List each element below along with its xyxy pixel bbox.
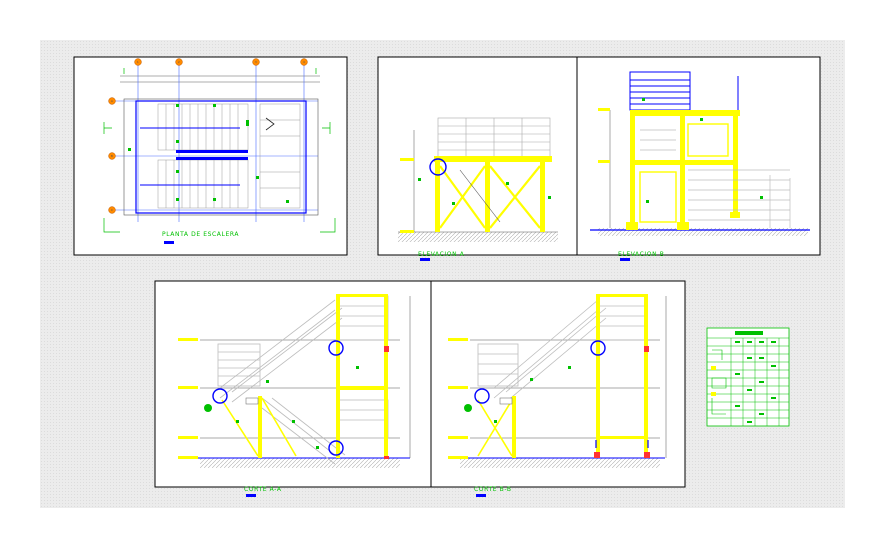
axis-label-b: B — [111, 154, 113, 158]
plan-viewport[interactable]: 1 2 3 4 A B C — [73, 56, 348, 256]
grid-axis-labels: 1 2 3 4 A B C — [111, 60, 305, 212]
plan-scale-bar — [164, 241, 174, 244]
axis-label-c: C — [111, 208, 113, 212]
axis-label-a: A — [111, 99, 114, 103]
section-a-title: CORTE A-A — [244, 486, 282, 493]
section-b-viewport[interactable]: CORTE B-B — [430, 280, 686, 497]
section-a-scale-bar — [246, 494, 256, 497]
elevation-a-title: ELEVACION A — [418, 251, 465, 258]
elevation-b-viewport[interactable]: ELEVACION B — [576, 56, 821, 261]
elevation-a-viewport[interactable]: ELEVACION A — [377, 56, 578, 261]
axis-label-2: 2 — [178, 60, 180, 64]
section-b-scale-bar — [476, 494, 486, 497]
schedule-table — [706, 327, 790, 427]
axis-label-3: 3 — [255, 60, 257, 64]
plan-title: PLANTA DE ESCALERA — [162, 231, 239, 238]
elevation-a-scale-bar — [420, 258, 430, 261]
elevation-b-title: ELEVACION B — [618, 251, 664, 258]
axis-label-4: 4 — [303, 60, 305, 64]
section-b-title: CORTE B-B — [474, 486, 512, 493]
grid-axis-bubbles — [108, 58, 308, 214]
axis-label-1: 1 — [137, 60, 139, 64]
stair-outline — [135, 100, 307, 214]
plan-annotations — [128, 104, 289, 203]
elevation-b-scale-bar — [620, 258, 630, 261]
section-a-viewport[interactable]: CORTE A-A — [154, 280, 432, 497]
section-b-frame — [430, 280, 686, 488]
